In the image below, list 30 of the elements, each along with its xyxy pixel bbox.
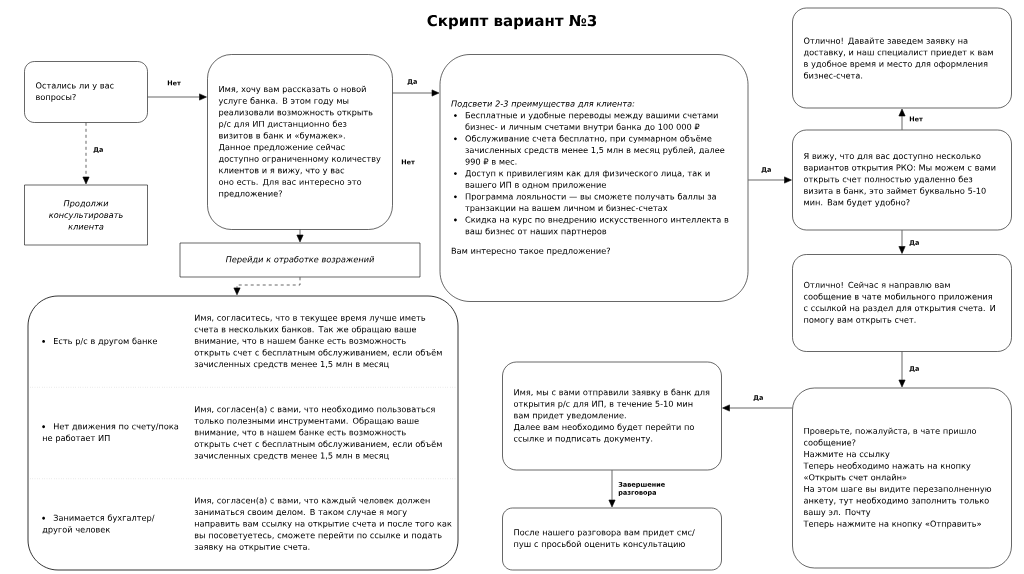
objection-table (27, 295, 459, 571)
objection-text: Нет движения по счету/пока не работает ИП (42, 423, 179, 443)
script-box: После нашего разговора вам придет смс/ пуш с просьбой оценить консультацию (502, 507, 722, 571)
arrow (296, 229, 304, 243)
instruction-box: Проверьте, пожалуйста, в чате пришло сообщение? Нажмите на ссылку Теперь необходимо нажать на кнопку «Открыть счет онлайн» На этом шаге вы видите перезаполненную анкету, тут необходимо заполнить только вашу эл. Почту Теперь нажмите на кнопку «Отправить» (792, 387, 1012, 569)
arrow (608, 470, 616, 508)
instruction-box: Продолжи консультировать клиента (24, 184, 148, 246)
objection-text: Занимается бухгалтер/ другой человек (42, 514, 155, 535)
arrow (722, 404, 793, 412)
title: Скрипт вариант №3 (427, 14, 597, 30)
question-box: Остались ли у вас вопросы? (24, 61, 148, 123)
arrow (147, 93, 207, 101)
arrow (898, 351, 906, 388)
arrow (233, 277, 301, 296)
arrow (82, 122, 90, 185)
benefits-box: Подсвети 2-3 преимущества для клиента: Бесплатные и удобные переводы между вашими счетами бизнес- и личным счетами внутри банка до 100 000 ₽ Обслуживание счета бесплатно, при суммарном объёме зачисленных средств менее 1,5 млн в месяц рублей, далее 990 ₽ в мес. Доступ к привилегиям как для физического лица, так и вашего ИП в одном приложение Программа лояльности — вы сможете получать баллы за транзакции на вашем личном и бизнес-счетах Скидка на курс по внедрению искусственного интеллекта в ваш бизнес от наших партнеров Вам интересно такое предложение? (439, 54, 749, 302)
response-text: Имя, согласитесь, что в текущее время лучше иметь счета в нескольких банков. Так же обращаю ваше внимание, что в нашем банке есть возможность открыть счет с бесплатным обслуживанием, если объём зачисленных средств менее 1,5 млн в месяц (194, 314, 442, 369)
objection-text: Есть р/с в другом банке (42, 337, 157, 346)
arrow (898, 230, 906, 254)
arrow (748, 176, 792, 184)
script-box: Отлично! Давайте заведем заявку на доставку, и наш специалист приедет к вам в удобное время и место для оформления бизнес-счета. (792, 7, 1012, 109)
arrow (392, 89, 440, 97)
script-box: Отлично! Сейчас я направлю вам сообщение в чате мобильного приложения с ссылкой на раздел для открытия счета. И помогу вам открыть счет. (792, 254, 1012, 352)
response-text: Имя, согласен(а) с вами, что каждый человек должен заниматься своим делом. В таком случае я могу направить вам ссылку на открытие счета и после того как вы посоветуетесь, сможете перейти по ссылке и подать заявку на открытие счета. (194, 497, 452, 552)
response-text: Имя, согласен(а) с вами, что необходимо пользоваться только полезными инструментами. Обращаю ваше внимание, что в нашем банке есть возможность открыть счет с бесплатным обслуживанием, если объём зачисленных средств менее 1,5 млн в месяц (194, 405, 442, 461)
script-box: Имя, хочу вам рассказать о новой услуге банка. В этом году мы реализовали возможность открыть р/с для ИП дистанционно без визитов в банк и «бумажек». Данное предложение сейчас доступно ограниченному количеству клиентов и я вижу, что у вас оно есть. Для вас интересно это предложение? (207, 54, 393, 230)
arrow (898, 108, 906, 130)
question-box: Я вижу, что для вас доступно несколько вариантов открытия РКО: Мы можем с вами открыть счет полностью удаленно без визита в банк, это займет буквально 5-10 мин. Вам будет удобно? (792, 129, 1012, 231)
script-box: Имя, мы с вами отправили заявку в банк для открытия р/с для ИП, в течение 5-10 мин вам придет уведомление. Далее вам необходимо будет перейти по ссылке и подписать документу. (502, 361, 722, 471)
instruction-box: Перейди к отработке возражений (179, 242, 421, 278)
